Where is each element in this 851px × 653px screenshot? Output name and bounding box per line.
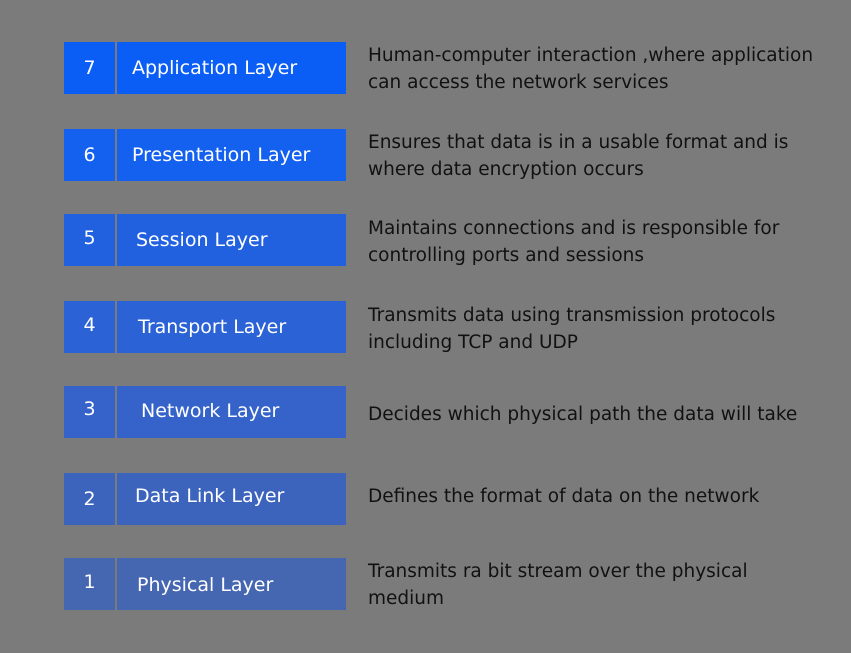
layer-number-3: 3 (64, 386, 115, 438)
layer-number-2: 2 (64, 473, 115, 525)
layer-description-1: Transmits ra bit stream over the physica… (368, 561, 748, 609)
layer-row-2: 2 Data Link Layer Defines the format of … (0, 473, 851, 525)
layer-row-6: 6 Presentation Layer Ensures that data i… (0, 129, 851, 181)
layer-description-7: Human-computer interaction ,where applic… (368, 45, 814, 93)
layer-number-5: 5 (64, 214, 115, 266)
layer-description-2: Defines the format of data on the networ… (368, 486, 760, 507)
layer-description-5: Maintains connections and is responsible… (368, 218, 780, 266)
layer-name-2: Data Link Layer (117, 473, 346, 525)
layer-row-1: 1 Physical Layer Transmits ra bit stream… (0, 558, 851, 610)
layer-row-5: 5 Session Layer Maintains connections an… (0, 214, 851, 266)
layer-name-1: Physical Layer (117, 558, 346, 610)
layer-number-4: 4 (64, 301, 115, 353)
layer-name-3: Network Layer (117, 386, 346, 438)
layer-name-6: Presentation Layer (117, 129, 346, 181)
layer-name-5: Session Layer (117, 214, 346, 266)
layer-description-4: Transmits data using transmission protoc… (368, 305, 776, 353)
layer-number-6: 6 (64, 129, 115, 181)
layer-row-4: 4 Transport Layer Transmits data using t… (0, 301, 851, 353)
layer-description-3: Decides which physical path the data wil… (368, 404, 798, 425)
layer-name-7: Application Layer (117, 42, 346, 94)
layer-name-4: Transport Layer (117, 301, 346, 353)
layer-row-7: 7 Application Layer Human-computer inter… (0, 42, 851, 94)
layer-number-7: 7 (64, 42, 115, 94)
layer-number-1: 1 (64, 558, 115, 610)
layer-row-3: 3 Network Layer Decides which physical p… (0, 386, 851, 438)
layer-description-6: Ensures that data is in a usable format … (368, 132, 789, 180)
